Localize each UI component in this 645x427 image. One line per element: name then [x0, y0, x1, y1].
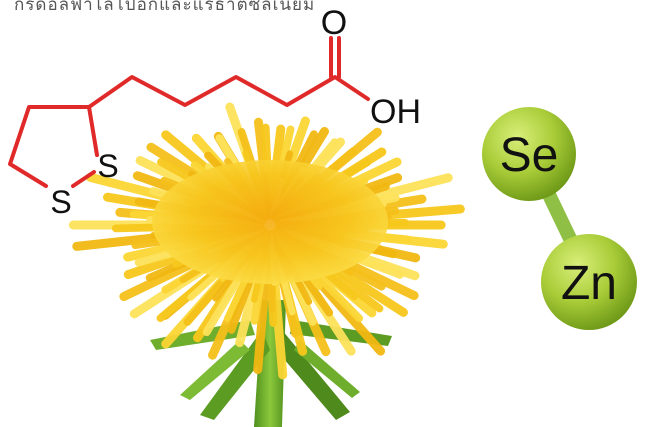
atom-sulfur-upper: S	[97, 148, 118, 184]
atom-oxygen-double: O	[321, 4, 347, 42]
dandelion-flower-image	[68, 102, 465, 427]
caption-text: กรดอัลฟาไลโปอิกและแร่ธาตุซีลีเนียม	[14, 0, 316, 11]
atom-sulfur-lower: S	[50, 184, 71, 220]
selenium-label: Se	[500, 129, 559, 182]
element-balls: Se Zn	[482, 107, 637, 330]
flower-center	[152, 160, 388, 284]
zinc-label: Zn	[561, 257, 617, 310]
selenium-ball	[482, 107, 576, 201]
atom-hydroxyl: OH	[370, 93, 421, 131]
zinc-ball	[541, 234, 637, 330]
lipoic-acid-molecule: O OH S S	[8, 4, 421, 220]
molecule-bonds	[8, 36, 370, 188]
